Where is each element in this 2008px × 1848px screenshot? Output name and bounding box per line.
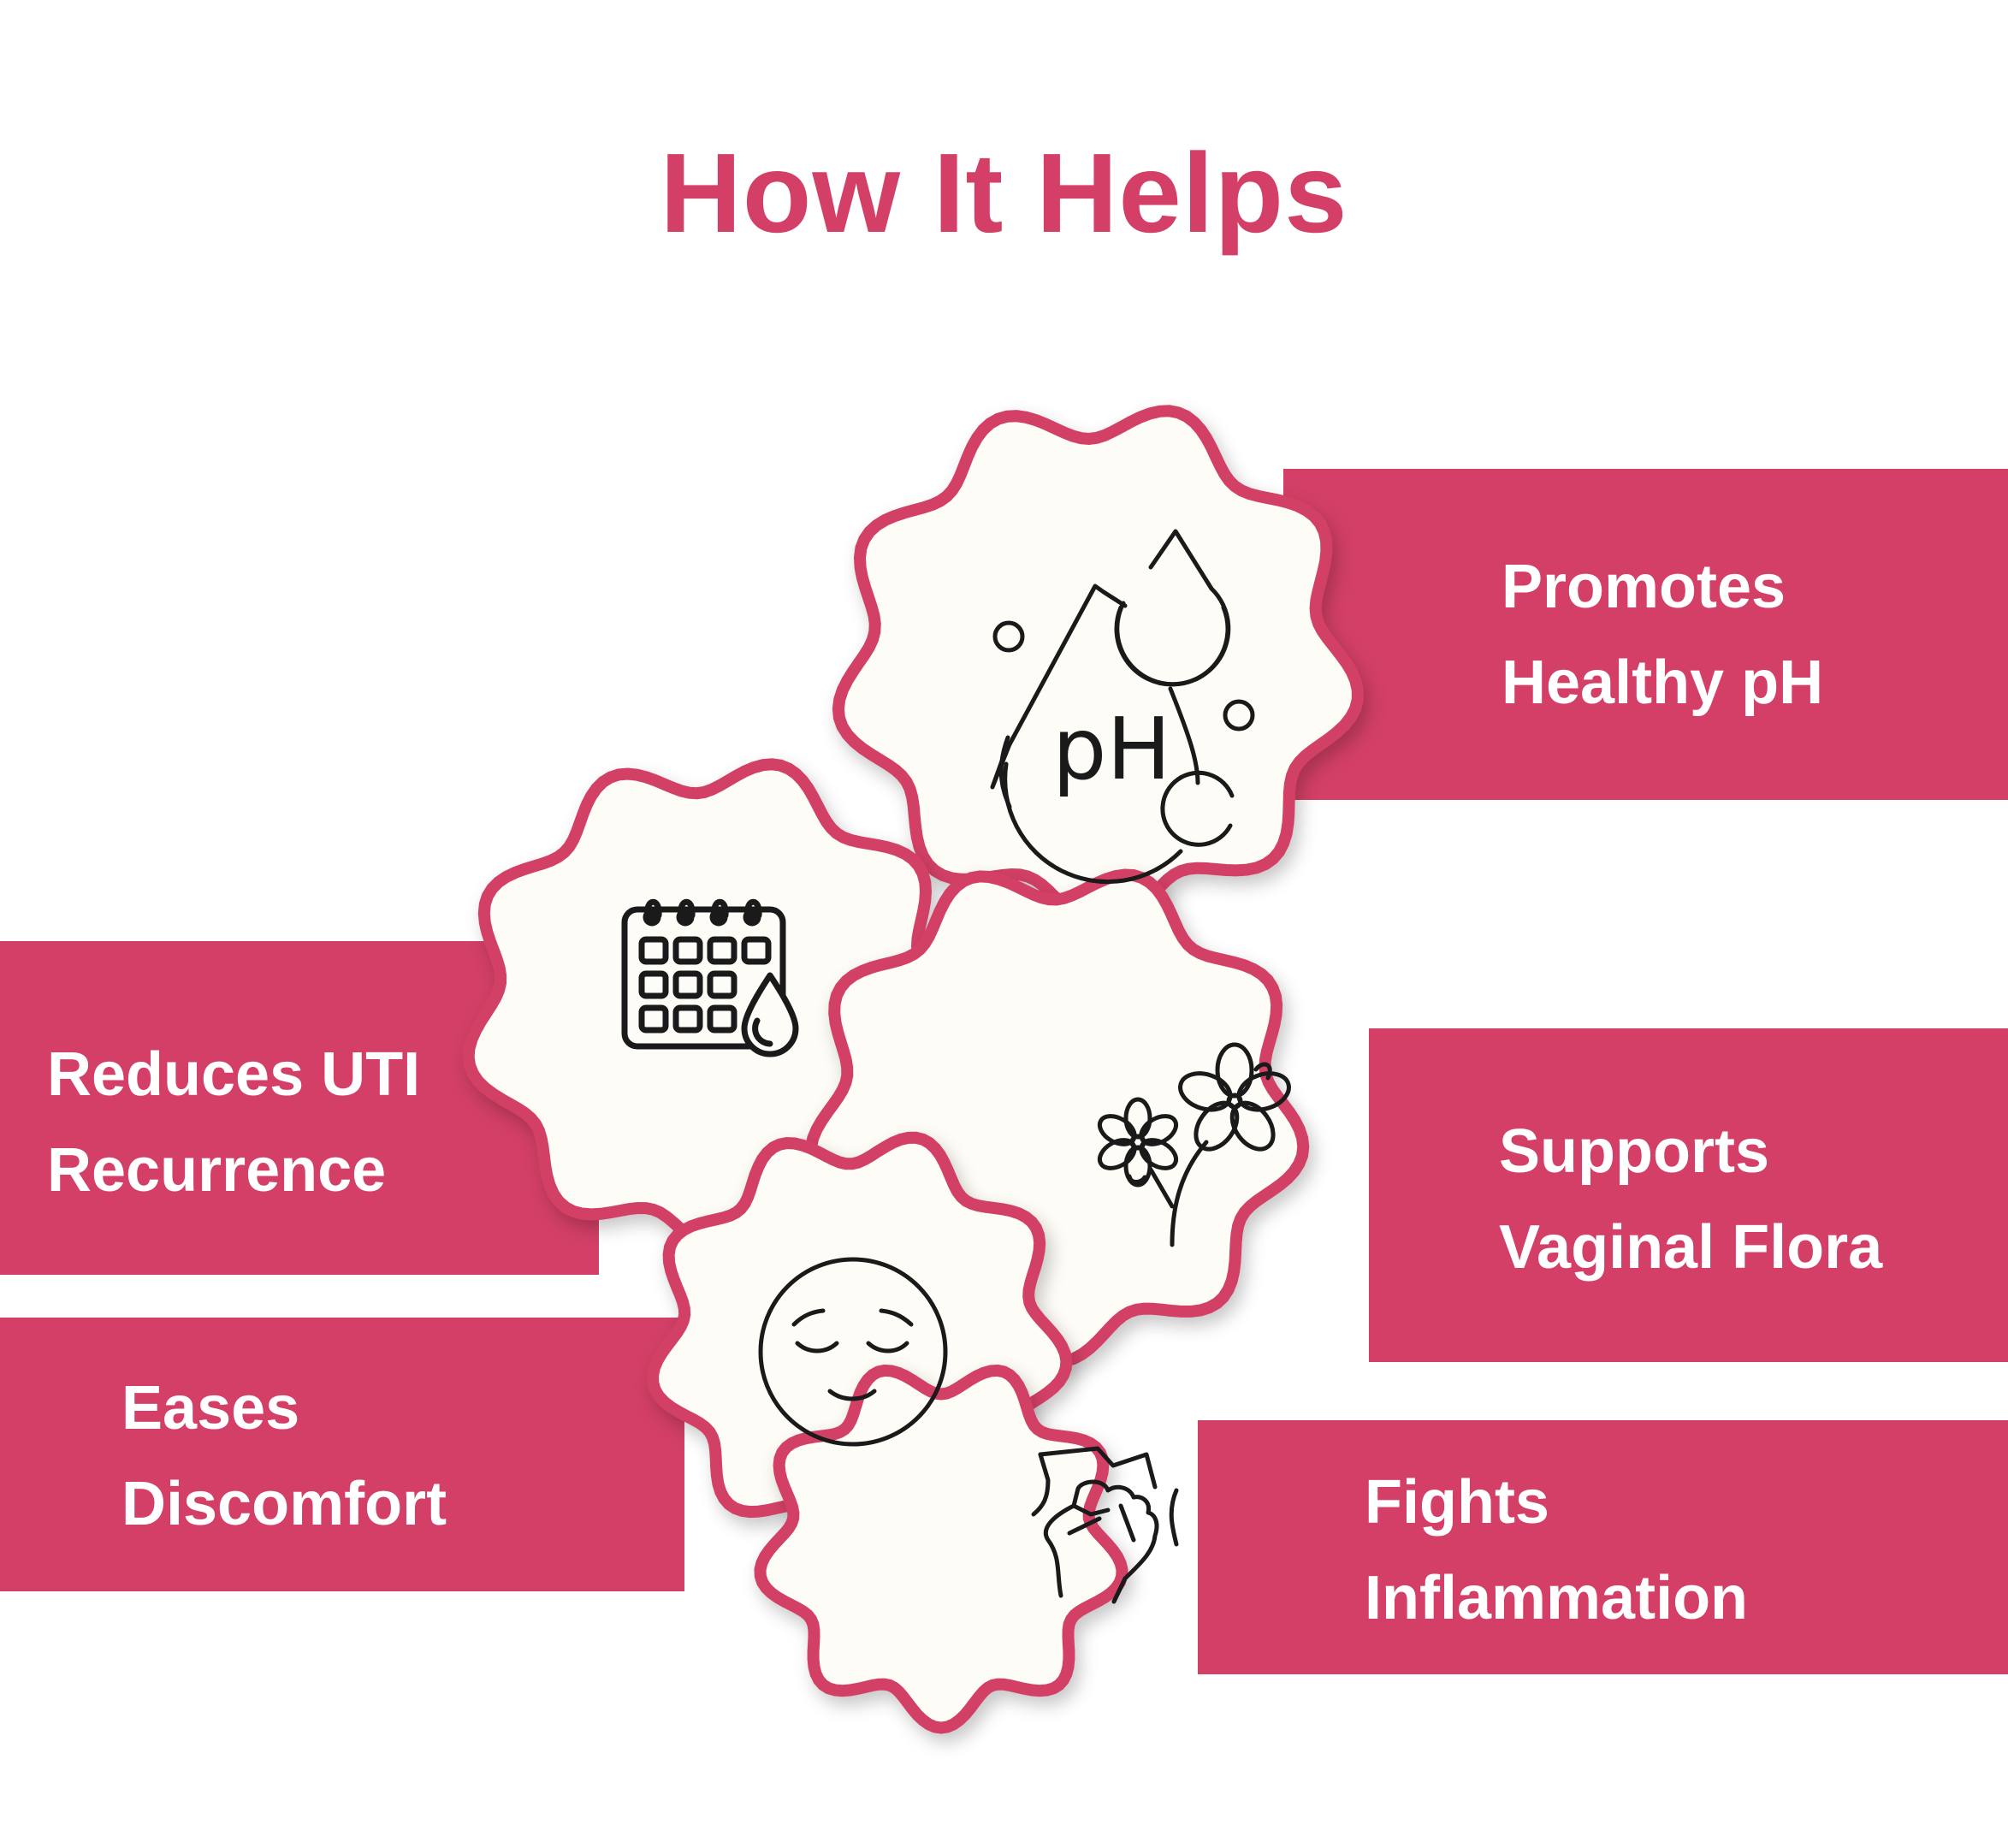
benefit-line: Inflammation xyxy=(1365,1564,1749,1632)
calendar-ring-loop xyxy=(744,898,762,919)
benefit-line: Eases xyxy=(121,1374,300,1442)
calendar-day xyxy=(672,936,703,965)
benefit-label-fights-inflammation: Fights Inflammation xyxy=(1365,1454,1748,1646)
calendar-day xyxy=(707,936,737,965)
calendar-ring-loop xyxy=(644,898,662,919)
benefit-label-eases-discomfort: Eases Discomfort xyxy=(121,1360,447,1552)
benefit-line: Supports xyxy=(1499,1117,1769,1186)
benefit-line: Recurrence xyxy=(47,1136,387,1205)
relaxed-face-icon xyxy=(758,1257,948,1447)
calendar-day xyxy=(638,970,669,999)
calendar-day xyxy=(638,936,669,965)
benefit-line: Fights xyxy=(1365,1468,1549,1537)
calendar-day xyxy=(672,1004,703,1034)
benefit-label-supports-flora: Supports Vaginal Flora xyxy=(1499,1104,1882,1295)
calendar-day xyxy=(638,1004,669,1034)
calendar-ring-loop xyxy=(711,898,729,919)
band-eases-discomfort xyxy=(0,1318,684,1591)
benefit-line: Discomfort xyxy=(121,1470,447,1538)
flowers-icon xyxy=(1097,1042,1291,1247)
calendar-day xyxy=(741,936,772,965)
benefit-line: Reduces UTI xyxy=(47,1040,421,1109)
calendar-ring-loop xyxy=(678,898,696,919)
blob-promotes-healthy-ph xyxy=(832,405,1364,933)
band-promotes-healthy-ph xyxy=(1283,469,2008,800)
raised-fist-icon xyxy=(1031,1446,1179,1604)
calendar-day xyxy=(672,970,703,999)
benefit-line: Healthy pH xyxy=(1502,649,1824,717)
calendar-drop-icon xyxy=(621,898,799,1057)
flower-center xyxy=(1226,1093,1243,1110)
benefit-label-reduces-uti: Reduces UTI Recurrence xyxy=(47,1027,420,1218)
band-fights-inflammation xyxy=(1198,1420,2008,1674)
calendar-day xyxy=(707,970,737,999)
ph-drops-icon: pH xyxy=(990,529,1255,885)
calendar-day xyxy=(707,1004,737,1034)
benefit-line: Promotes xyxy=(1502,553,1786,621)
benefit-line: Vaginal Flora xyxy=(1499,1213,1883,1282)
ph-label: pH xyxy=(1052,699,1171,799)
page-title: How It Helps xyxy=(660,130,1348,256)
flower-center xyxy=(1129,1134,1146,1151)
blob-fights-inflammation xyxy=(754,1364,1128,1734)
band-supports-flora xyxy=(1369,1028,2008,1362)
benefit-label-promotes-healthy-ph: Promotes Healthy pH xyxy=(1502,539,1823,731)
